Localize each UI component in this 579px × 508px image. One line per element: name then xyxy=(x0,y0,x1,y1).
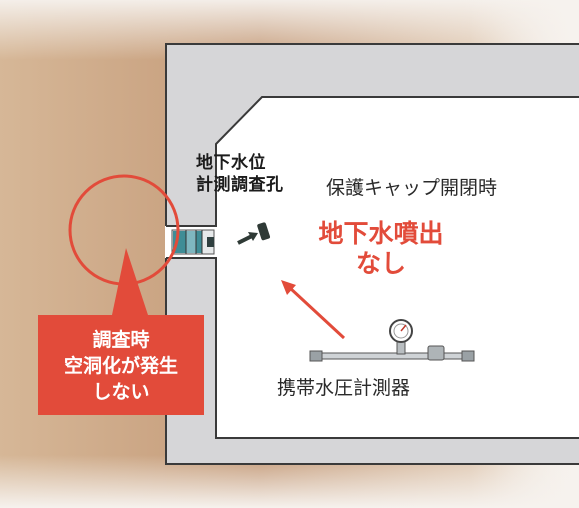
tunnel-interior xyxy=(215,96,579,439)
pressure-gauge-icon xyxy=(309,319,475,362)
portable-gauge-label: 携帯水圧計測器 xyxy=(277,377,411,399)
arrow-icon xyxy=(281,280,346,340)
borehole-label: 地下水位 計測調査孔 xyxy=(196,152,284,196)
no-water-spout-line-2: なし xyxy=(355,249,406,278)
borehole-label-line-2: 計測調査孔 xyxy=(196,175,284,195)
callout-text: 調査時 空洞化が発生 しない xyxy=(38,327,204,405)
protective-cap-icon xyxy=(257,222,271,241)
callout-line-3: しない xyxy=(92,381,150,403)
no-water-spout-label: 地下水噴出 なし xyxy=(296,219,466,279)
callout-line-1: 調査時 xyxy=(92,329,150,351)
no-water-spout-line-1: 地下水噴出 xyxy=(318,219,444,248)
borehole-label-line-1: 地下水位 xyxy=(196,153,266,173)
callout-line-2: 空洞化が発生 xyxy=(63,355,178,377)
callout-box xyxy=(38,248,204,415)
cap-open-close-label: 保護キャップ開閉時 xyxy=(326,177,498,199)
